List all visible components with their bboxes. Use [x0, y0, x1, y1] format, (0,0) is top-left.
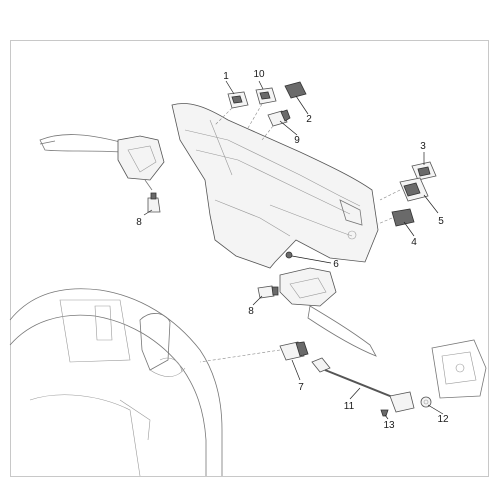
switch-1 — [227, 91, 249, 109]
callout-8-right: 8 — [248, 306, 254, 317]
right-brake-lever — [279, 267, 377, 357]
component-12 — [420, 396, 432, 408]
callout-6: 6 — [333, 259, 339, 270]
brake-switch-right — [257, 285, 279, 299]
handlebar-cover — [171, 103, 379, 269]
callout-13: 13 — [383, 420, 395, 431]
callout-12: 12 — [437, 414, 449, 425]
callout-10: 10 — [253, 69, 265, 80]
switch-4 — [391, 208, 415, 227]
callout-7: 7 — [298, 382, 304, 393]
right-housing — [431, 339, 487, 399]
left-brake-lever — [39, 134, 165, 191]
callout-9: 9 — [294, 135, 300, 146]
body-frame — [9, 288, 223, 477]
callout-2: 2 — [306, 114, 312, 125]
callout-3: 3 — [420, 141, 426, 152]
component-7 — [279, 341, 309, 361]
callout-5: 5 — [438, 216, 444, 227]
switch-9 — [267, 109, 291, 127]
callout-1: 1 — [223, 71, 229, 82]
screw-6 — [285, 251, 293, 259]
switch-2 — [284, 81, 307, 99]
callout-4: 4 — [411, 237, 417, 248]
screw-13 — [380, 409, 389, 417]
cable-11 — [311, 357, 415, 413]
switch-10 — [255, 87, 277, 105]
brake-switch-left — [147, 192, 161, 213]
callout-11: 11 — [344, 401, 355, 412]
callout-8-left: 8 — [136, 217, 142, 228]
diagram-frame — [10, 40, 489, 477]
switch-5 — [399, 177, 429, 202]
